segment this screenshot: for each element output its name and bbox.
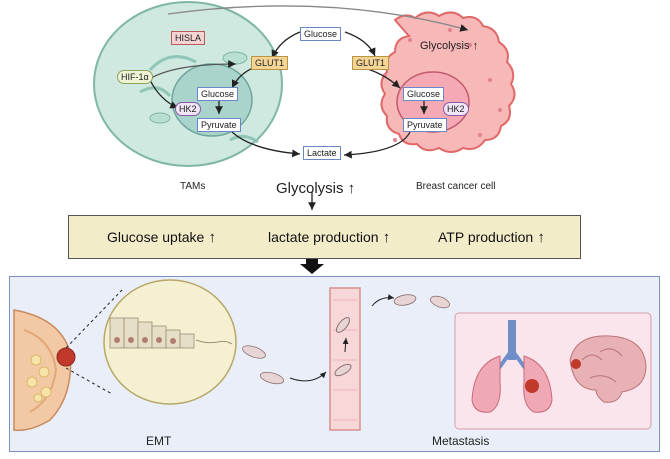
down-arrow-icon	[300, 258, 324, 274]
breast-cancer-cell-caption: Breast cancer cell	[416, 181, 496, 192]
atp-production-item: ATP production ↑	[438, 229, 545, 246]
glycolysis-heading: Glycolysis ↑	[276, 180, 356, 197]
metastasis-organs	[454, 312, 652, 430]
glut1-left-label: GLUT1	[251, 56, 289, 70]
glucose-tam-label: Glucose	[197, 87, 239, 101]
pyruvate-cancer-label: Pyruvate	[403, 118, 447, 132]
hk2-cancer-label: HK2	[443, 102, 469, 116]
up-arrow-icon: ↑	[533, 229, 545, 246]
glycolysis-effects-banner: Glucose uptake ↑ lactate production ↑ AT…	[68, 215, 581, 259]
hk2-tam-label: HK2	[175, 102, 201, 116]
tam-cell	[93, 1, 283, 167]
hif1a-label: HIF-1α	[117, 70, 153, 84]
up-arrow-icon: ↑	[378, 229, 391, 246]
pyruvate-tam-label: Pyruvate	[197, 118, 241, 132]
blood-vessel	[329, 287, 361, 431]
migrating-cells	[242, 294, 450, 385]
breast-illustration	[13, 309, 76, 432]
glut1-right-label: GLUT1	[352, 56, 390, 70]
cancer-glycolysis-label: Glycolysis ↑	[420, 40, 479, 52]
glucose-uptake-item: Glucose uptake ↑	[107, 229, 216, 246]
glucose-cancer-label: Glucose	[403, 87, 445, 101]
zoom-lines	[65, 289, 123, 395]
metastasis-caption: Metastasis	[432, 434, 490, 448]
lactate-production-item: lactate production ↑	[268, 229, 391, 246]
up-arrow-icon: ↑	[343, 180, 356, 197]
emt-zoom-circle	[103, 279, 237, 405]
cancer-cell	[380, 11, 516, 153]
tams-caption: TAMs	[180, 181, 206, 192]
lactate-label: Lactate	[303, 146, 341, 160]
up-arrow-icon: ↑	[204, 229, 216, 246]
hisla-label: HISLA	[171, 31, 206, 45]
glucose-extracellular-label: Glucose	[300, 27, 342, 41]
emt-caption: EMT	[146, 434, 172, 448]
